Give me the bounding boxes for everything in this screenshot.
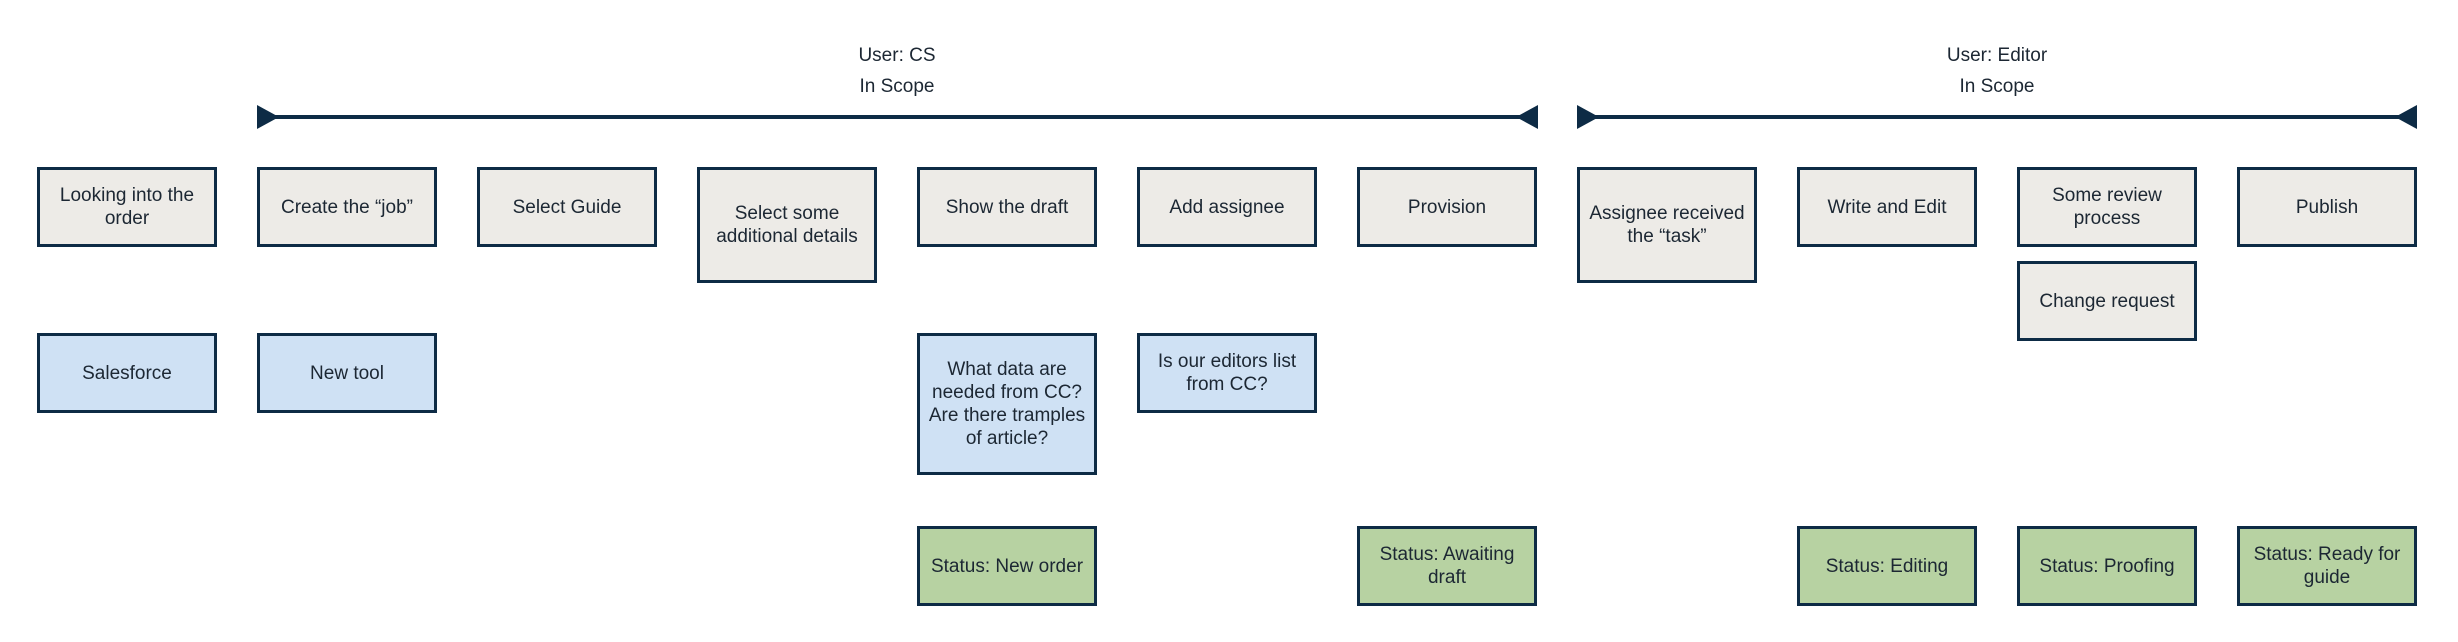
step-box: Some review process <box>2017 167 2197 247</box>
lane-editor-user: User: Editor <box>1946 45 2048 66</box>
step-box: Select Guide <box>477 167 657 247</box>
status-box: Status: New order <box>917 526 1097 606</box>
system-box: Salesforce <box>37 333 217 413</box>
step-box: Show the draft <box>917 167 1097 247</box>
status-box: Status: Ready for guide <box>2237 526 2417 606</box>
step-box: Assignee received the “task” <box>1577 167 1757 283</box>
lane-cs-scope: In Scope <box>859 76 935 97</box>
system-box: New tool <box>257 333 437 413</box>
step-box: Provision <box>1357 167 1537 247</box>
step-box: Create the “job” <box>257 167 437 247</box>
step-box: Publish <box>2237 167 2417 247</box>
lane-editor-scope: In Scope <box>1959 76 2035 97</box>
lane-cs-user: User: CS <box>858 45 936 66</box>
lane-editor-scope-arrow <box>1577 105 2417 129</box>
step-box: Select some additional details <box>697 167 877 283</box>
question-box: Is our editors list from CC? <box>1137 333 1317 413</box>
status-box: Status: Awaiting draft <box>1357 526 1537 606</box>
step-box: Add assignee <box>1137 167 1317 247</box>
step-box: Looking into the order <box>37 167 217 247</box>
status-box: Status: Proofing <box>2017 526 2197 606</box>
change-request-box: Change request <box>2017 261 2197 341</box>
lane-cs-scope-arrow <box>257 105 1538 129</box>
step-box: Write and Edit <box>1797 167 1977 247</box>
lane-cs-header: User: CS In Scope <box>747 40 1047 102</box>
lane-editor-header: User: Editor In Scope <box>1847 40 2147 102</box>
question-box: What data are needed from CC? Are there … <box>917 333 1097 475</box>
status-box: Status: Editing <box>1797 526 1977 606</box>
